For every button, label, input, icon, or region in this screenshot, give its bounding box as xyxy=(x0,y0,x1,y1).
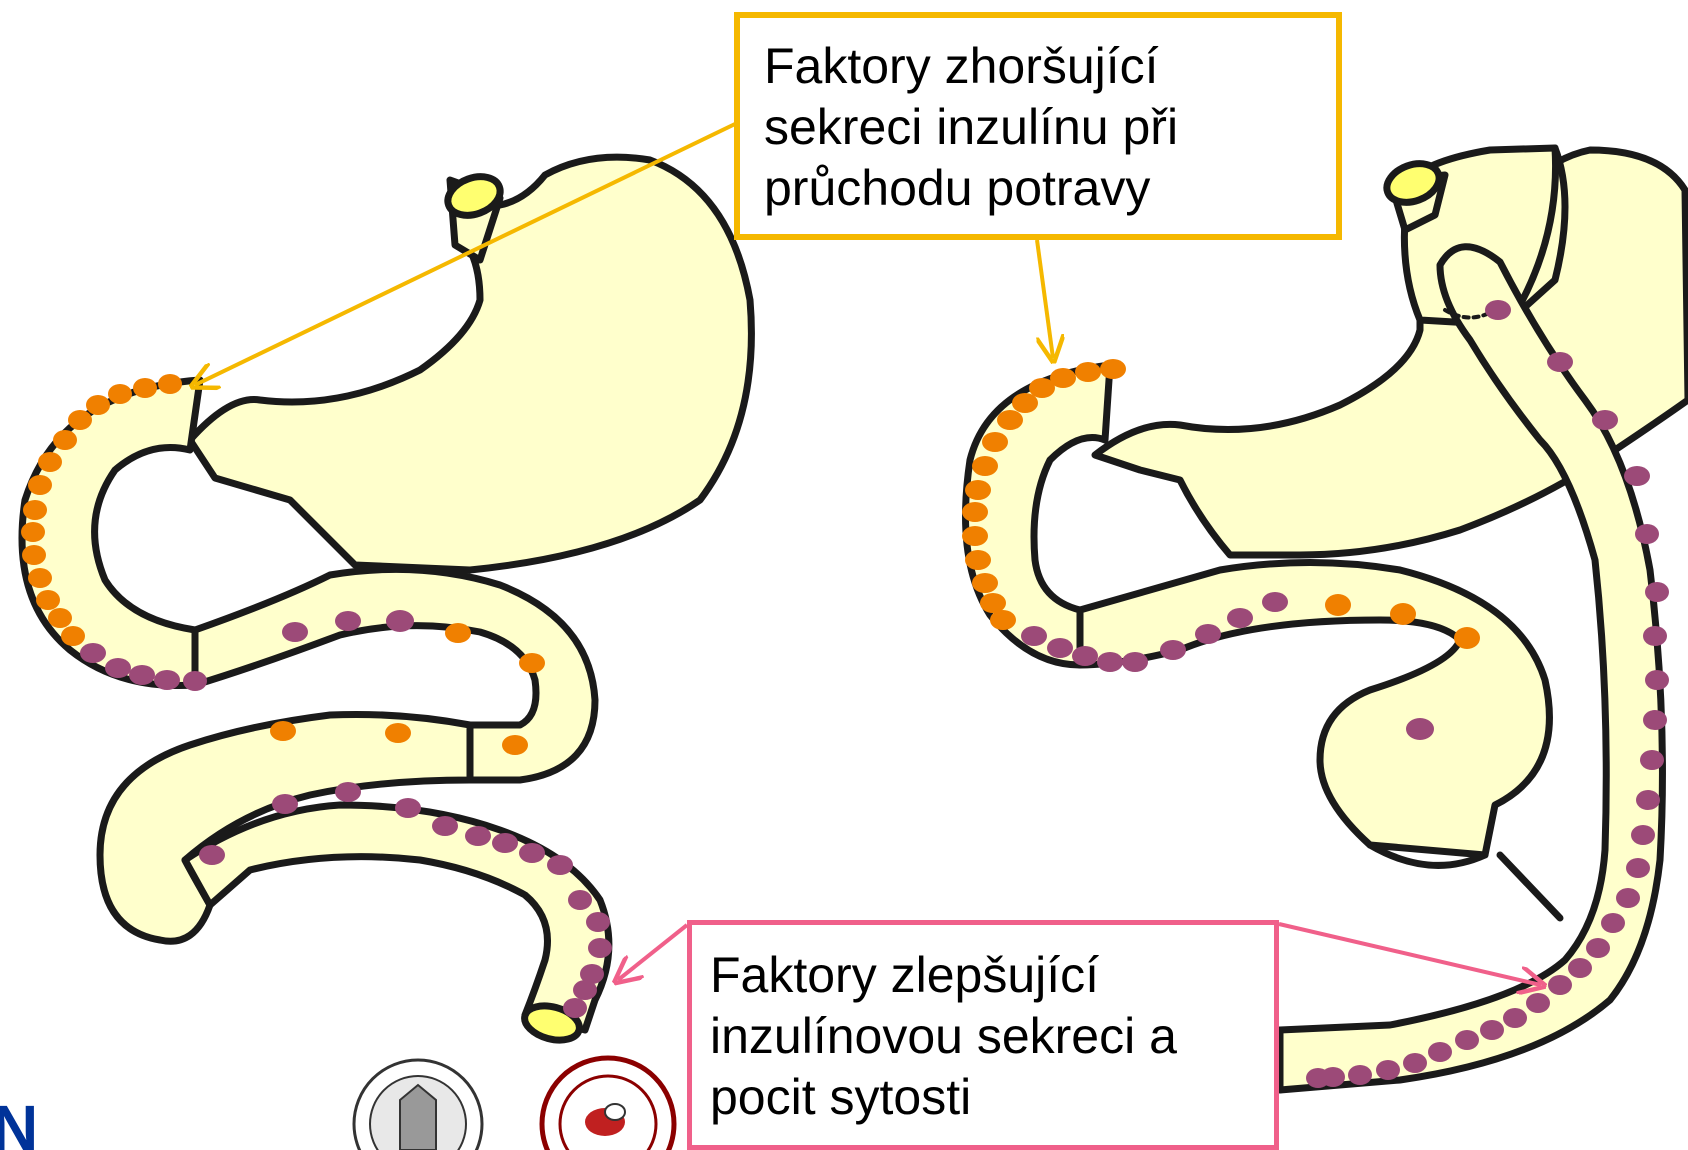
corner-mark: N xyxy=(0,1092,38,1150)
arrow-improve-to-right xyxy=(1279,924,1541,985)
callout-improving-factors: Faktory zlepšující inzulínovou sekreci a… xyxy=(687,920,1279,1150)
callout-improving-line-3: pocit sytosti xyxy=(710,1067,1274,1128)
callout-worsening-line-2: sekreci inzulínu při xyxy=(764,97,1336,158)
callout-improving-line-2: inzulínovou sekreci a xyxy=(710,1006,1274,1067)
arrow-improve-to-left xyxy=(618,925,687,980)
jejunum-right-upper xyxy=(1080,563,1549,856)
callout-worsening-line-1: Faktory zhoršující xyxy=(764,36,1336,97)
faculty-seal xyxy=(542,1058,674,1150)
callout-improving-line-1: Faktory zlepšující xyxy=(710,945,1274,1006)
callout-worsening-line-3: průchodu potravy xyxy=(764,158,1336,219)
ileum-left-lower xyxy=(185,805,609,1030)
university-seal xyxy=(354,1060,482,1150)
arrow-worsen-to-right xyxy=(1037,240,1053,358)
corner-mark-letter: N xyxy=(0,1092,38,1150)
callout-worsening-factors: Faktory zhoršující sekreci inzulínu při … xyxy=(734,12,1342,240)
duodenum-left xyxy=(22,380,200,686)
